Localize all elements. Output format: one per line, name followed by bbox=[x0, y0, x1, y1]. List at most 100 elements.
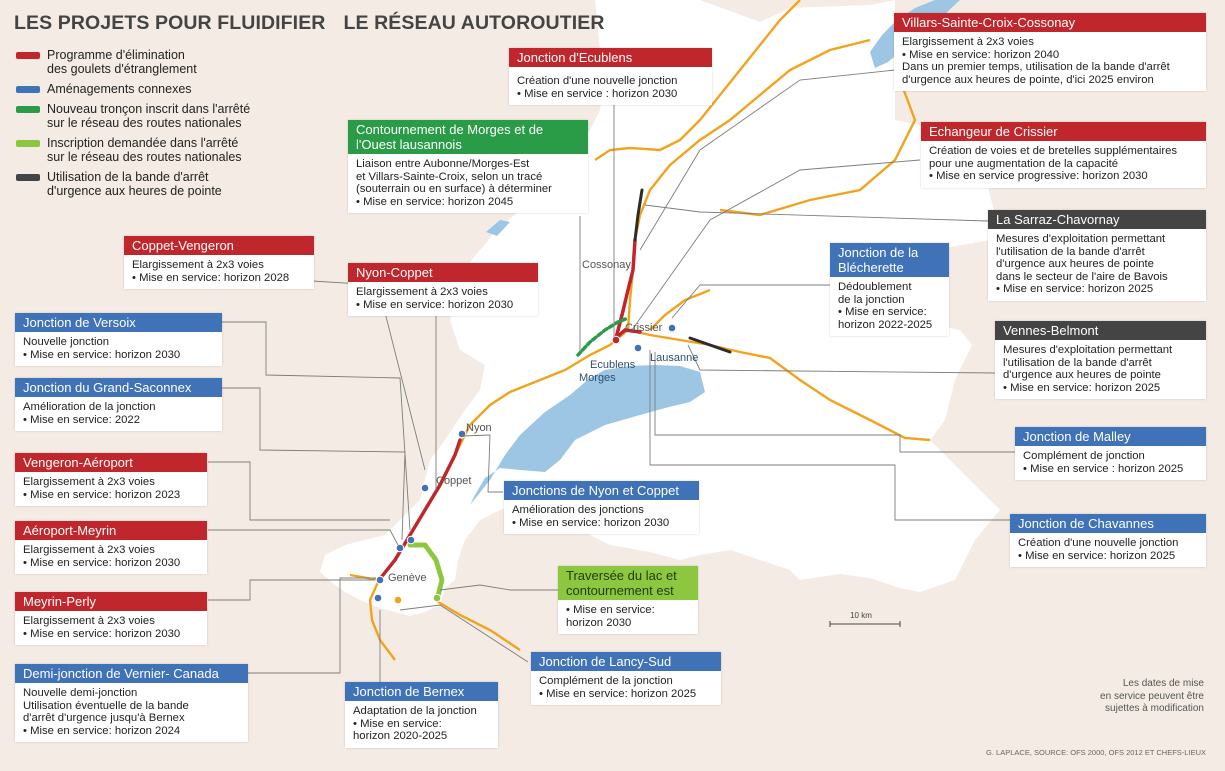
project-detail: l'utilisation de la bande d'arrêt bbox=[996, 245, 1145, 258]
source-credit: G. LAPLACE, SOURCE: OFS 2000, OFS 2012 E… bbox=[986, 748, 1206, 757]
place-label-nyon: Nyon bbox=[466, 422, 492, 434]
project-detail: • Mise en service: horizon 2030 bbox=[23, 348, 181, 361]
project-detail: • Mise en service: horizon 2025 bbox=[539, 687, 697, 700]
project-detail: horizon 2030 bbox=[566, 616, 632, 629]
place-label-lausanne: Lausanne bbox=[650, 352, 699, 364]
junction-dot bbox=[406, 535, 416, 545]
project-title: Contournement de Morges et de l'Ouest la… bbox=[348, 120, 588, 154]
project-body: Elargissement à 2x3 voies• Mise en servi… bbox=[15, 472, 207, 506]
junction-dot bbox=[457, 429, 467, 439]
junction-dot bbox=[375, 575, 385, 585]
scale-label: 10 km bbox=[850, 611, 872, 620]
legend-item: Aménagements connexes bbox=[16, 82, 250, 96]
project-detail: horizon 2022-2025 bbox=[838, 318, 933, 331]
project-body: Adaptation de la jonction• Mise en servi… bbox=[345, 701, 498, 748]
project-detail: • Mise en service : horizon 2025 bbox=[1023, 462, 1184, 475]
legend-swatch bbox=[16, 106, 40, 113]
legend-label: Nouveau tronçon inscrit dans l'arrêté bbox=[47, 102, 251, 116]
land-area bbox=[320, 0, 1000, 616]
project-title: Jonction de Malley bbox=[1015, 427, 1206, 446]
title-part-2: LE RÉSEAU AUTOROUTIER bbox=[343, 12, 605, 34]
project-lines bbox=[377, 188, 732, 599]
project-detail: Amélioration de la jonction bbox=[23, 401, 156, 413]
project-body: Elargissement à 2x3 voies• Mise en servi… bbox=[15, 540, 207, 574]
legend-label: d'urgence aux heures de pointe bbox=[47, 184, 222, 198]
legend-label: Inscription demandée dans l'arrêté bbox=[47, 136, 239, 150]
project-title: Jonction de Bernex bbox=[345, 682, 498, 701]
lac-leman bbox=[440, 365, 705, 560]
junction-dot bbox=[611, 335, 621, 345]
project-detail: • Mise en service: horizon 2045 bbox=[356, 195, 514, 208]
project-detail: Elargissement à 2x3 voies bbox=[902, 36, 1034, 48]
project-title: Vengeron-Aéroport bbox=[15, 453, 207, 472]
project-detail: (souterrain ou en surface) à déterminer bbox=[356, 183, 552, 196]
project-body: Elargissement à 2x3 voies• Mise en servi… bbox=[894, 32, 1206, 91]
project-morges[interactable]: Contournement de Morges et de l'Ouest la… bbox=[348, 120, 588, 214]
project-detail: Création d'une nouvelle jonction bbox=[517, 75, 678, 87]
project-detail: • Mise en service: horizon 2025 bbox=[996, 283, 1154, 296]
project-detail: Elargissement à 2x3 voies bbox=[356, 286, 488, 298]
legend-swatch bbox=[16, 140, 40, 147]
place-label-crissier: Crissier bbox=[625, 322, 663, 334]
project-detail: • Mise en service: horizon 2025 bbox=[1018, 549, 1176, 562]
project-title: Jonction de la Blécherette bbox=[830, 243, 949, 277]
project-body: Elargissement à 2x3 voies• Mise en servi… bbox=[348, 282, 538, 316]
project-title: Jonction du Grand-Saconnex bbox=[15, 378, 222, 397]
project-body: Amélioration des jonctions• Mise en serv… bbox=[504, 500, 699, 534]
project-detail: Liaison entre Aubonne/Morges-Est bbox=[356, 158, 530, 170]
project-detail: • Mise en service: bbox=[566, 604, 655, 616]
project-detail: Elargissement à 2x3 voies bbox=[23, 544, 155, 556]
legend-swatch bbox=[16, 52, 40, 59]
project-title: Villars-Sainte-Croix-Cossonay bbox=[894, 13, 1206, 32]
project-title: La Sarraz-Chavornay bbox=[988, 210, 1206, 229]
project-detail: Nouvelle demi-jonction bbox=[23, 687, 138, 699]
junction-dot bbox=[420, 483, 430, 493]
project-title: Jonction de Versoix bbox=[15, 313, 222, 332]
project-body: Création d'une nouvelle jonction• Mise e… bbox=[509, 67, 712, 105]
project-body: Complément de la jonction• Mise en servi… bbox=[531, 671, 721, 705]
project-detail: • Mise en service: horizon 2025 bbox=[1003, 381, 1161, 394]
project-body: Nouvelle jonction• Mise en service: hori… bbox=[15, 332, 222, 366]
project-detail: Mesures d'exploitation permettant bbox=[1003, 344, 1173, 356]
project-detail: de la jonction bbox=[838, 293, 905, 306]
project-detail: • Mise en service progressive: horizon 2… bbox=[929, 170, 1148, 183]
motorway-network bbox=[349, 0, 932, 661]
project-detail: Création d'une nouvelle jonction bbox=[1018, 537, 1179, 549]
project-title: Aéroport-Meyrin bbox=[15, 521, 207, 540]
junction-dot bbox=[395, 543, 405, 553]
project-traversee-lac[interactable]: Traversée du lac et contournement est• M… bbox=[558, 566, 698, 635]
place-label-coppet: Coppet bbox=[436, 475, 472, 487]
place-label-morges: Morges bbox=[579, 372, 616, 384]
project-body: Elargissement à 2x3 voies• Mise en servi… bbox=[15, 611, 207, 645]
project-title: Meyrin-Perly bbox=[15, 592, 207, 611]
project-detail: d'urgence aux heures de pointe, d'ici 20… bbox=[902, 73, 1154, 86]
project-detail: • Mise en service: horizon 2030 bbox=[356, 298, 514, 311]
project-detail: Amélioration des jonctions bbox=[512, 504, 644, 516]
project-title: Echangeur de Crissier bbox=[921, 122, 1206, 141]
project-detail: Nouvelle jonction bbox=[23, 336, 110, 348]
project-detail: et Villars-Sainte-Croix, selon un tracé bbox=[356, 170, 543, 183]
